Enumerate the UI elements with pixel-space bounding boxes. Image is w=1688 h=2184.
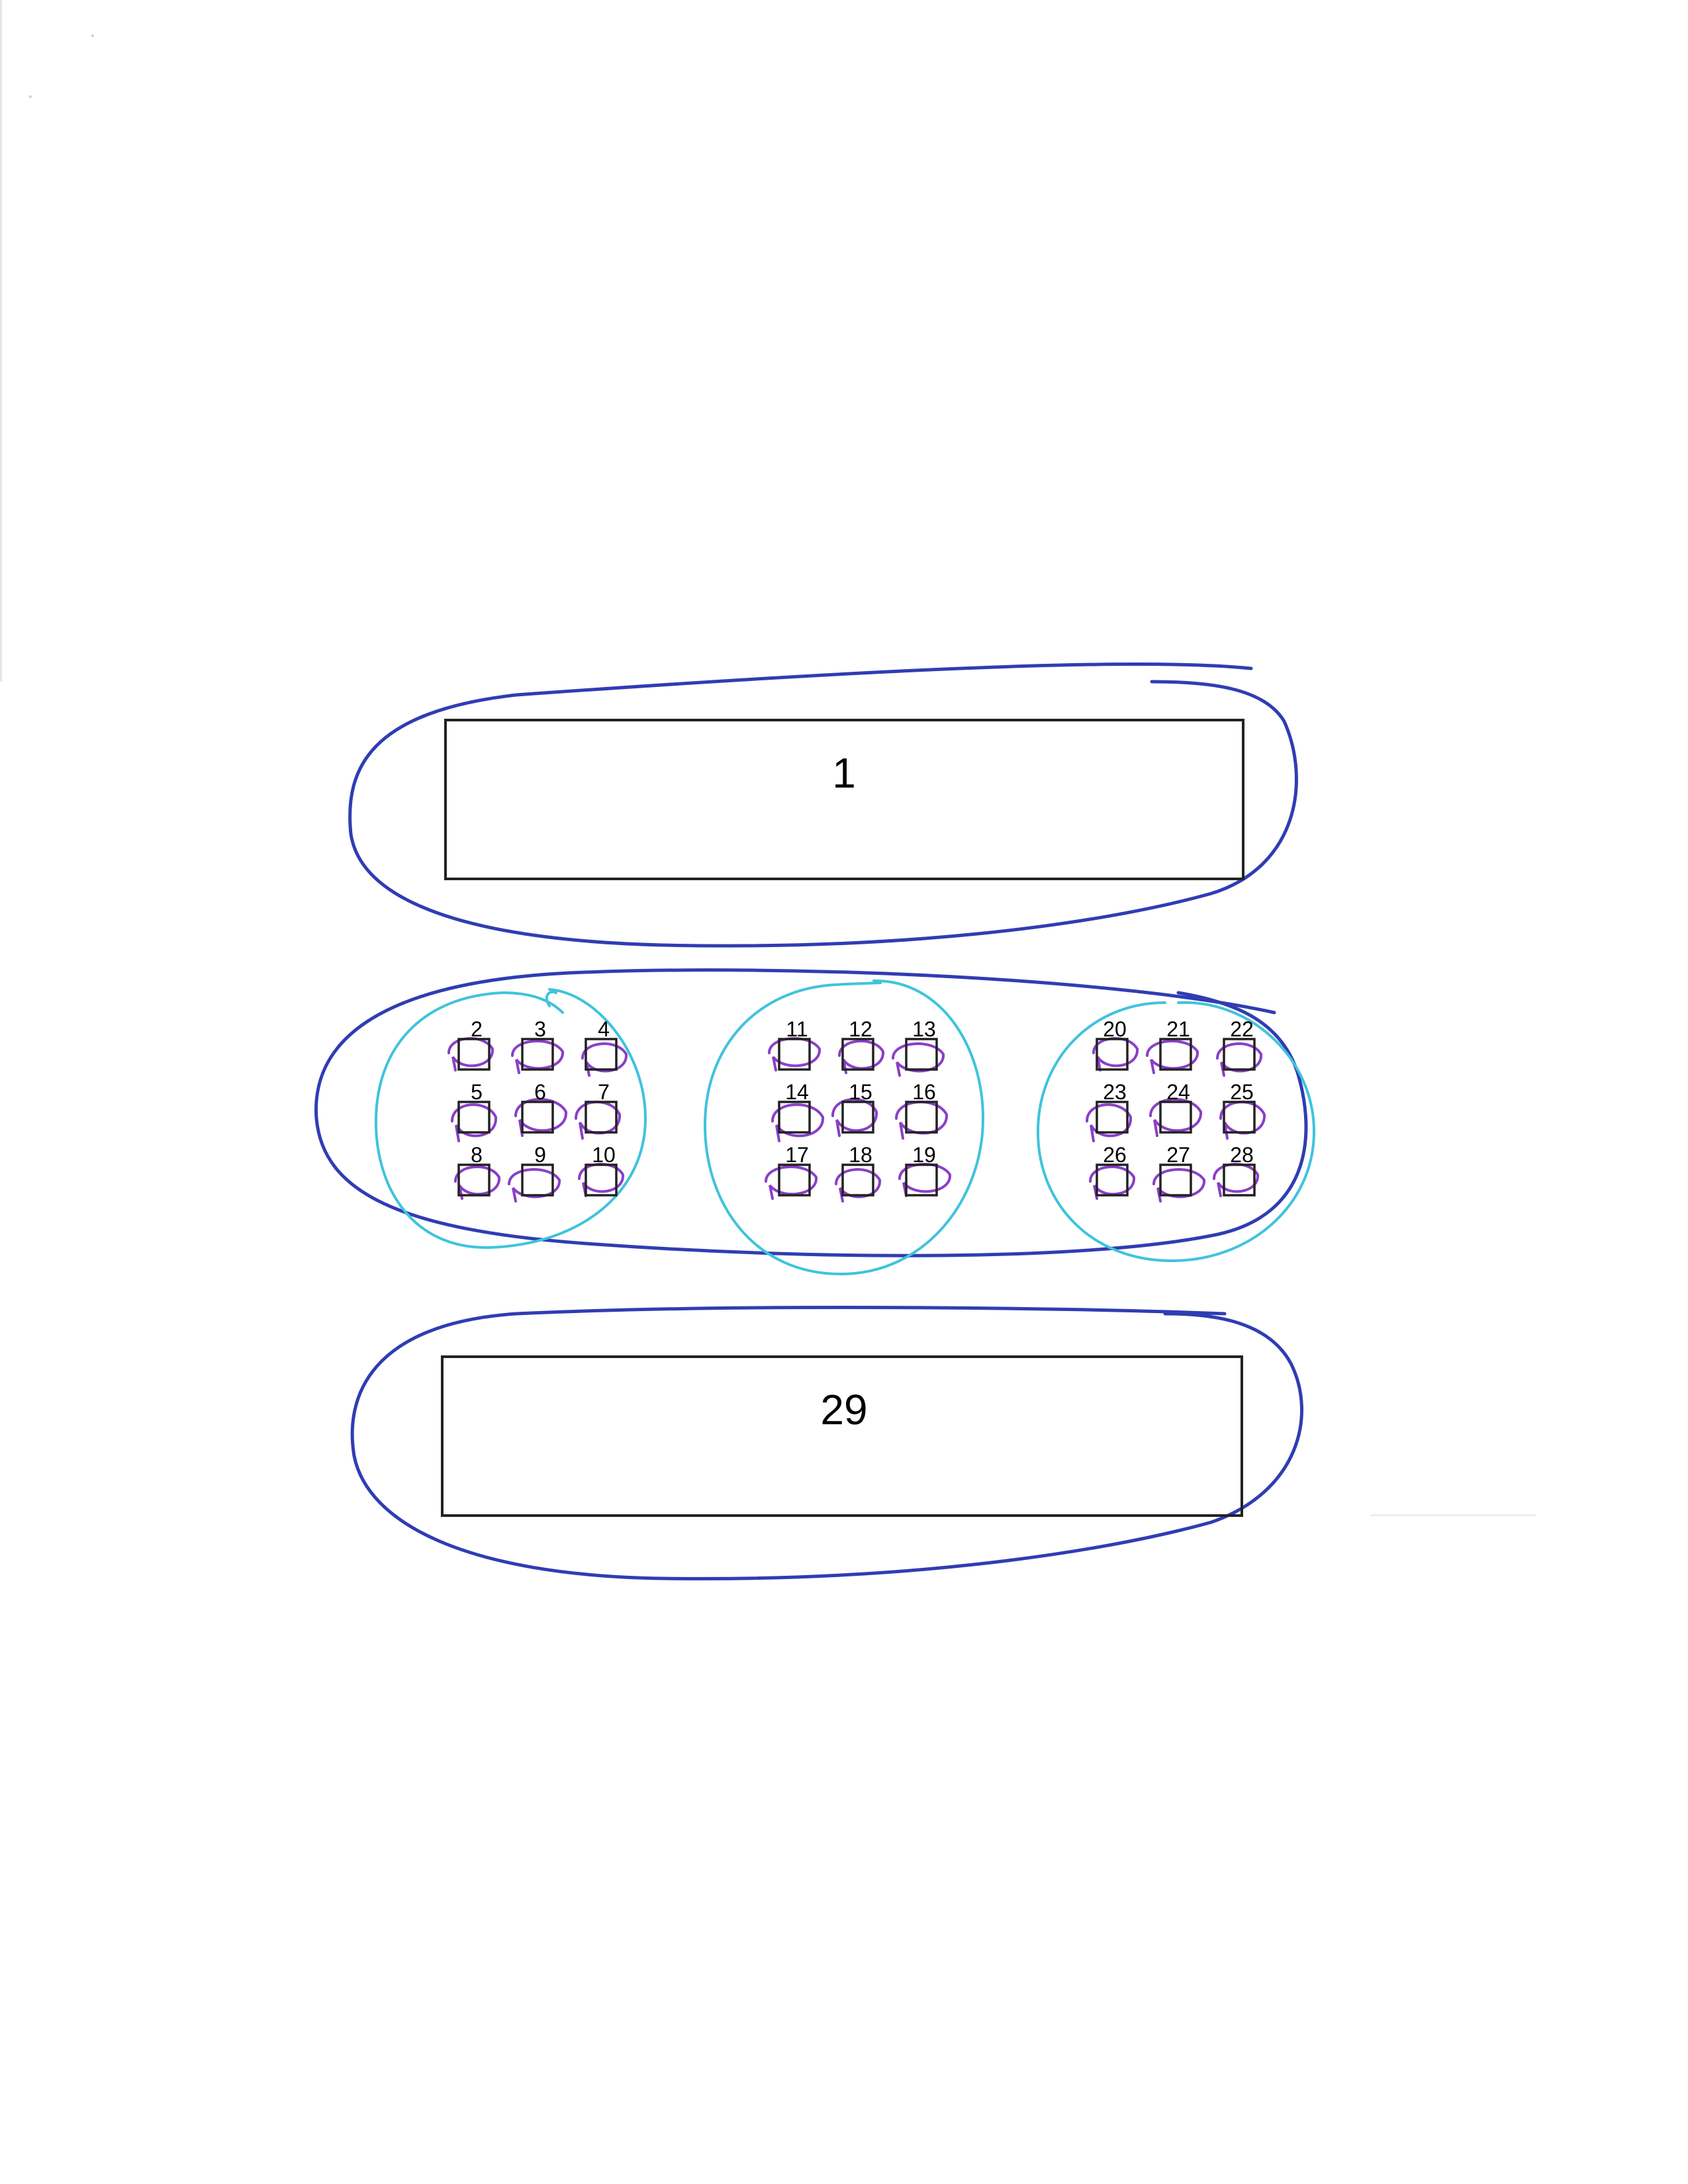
cell-square <box>905 1101 938 1134</box>
cell-purple-circle <box>511 1040 565 1074</box>
cell-square <box>585 1163 618 1197</box>
cell-purple-circle <box>581 1042 628 1077</box>
cell-purple-circle <box>765 1165 818 1200</box>
cell-square <box>521 1038 554 1071</box>
cell-number: 9 <box>534 1143 546 1167</box>
cell-number: 13 <box>912 1017 936 1041</box>
cell-purple-circle <box>771 1103 825 1142</box>
cell-number: 17 <box>785 1143 809 1167</box>
cell-purple-circle <box>838 1040 885 1074</box>
cell-number: 4 <box>598 1017 610 1041</box>
cell-number: 5 <box>471 1080 483 1104</box>
cell-square <box>521 1163 554 1197</box>
cell-number: 20 <box>1103 1017 1127 1041</box>
cell-purple-circle <box>1089 1165 1136 1200</box>
cell-number: 16 <box>912 1080 936 1104</box>
cell-square <box>1223 1038 1256 1071</box>
scan-speck <box>29 95 32 98</box>
cell-purple-circle <box>578 1163 625 1197</box>
cell-number: 23 <box>1103 1080 1127 1104</box>
cell-square <box>1096 1101 1129 1134</box>
bottom-box-label: 29 <box>820 1386 867 1433</box>
cell-purple-circle <box>575 1101 622 1140</box>
cell-purple-circle <box>1146 1040 1199 1074</box>
cell-purple-circle <box>447 1037 494 1071</box>
scan-left-edge <box>0 0 2 682</box>
cell-number: 2 <box>471 1017 483 1041</box>
cell-number: 8 <box>471 1143 483 1167</box>
cell-square <box>778 1101 811 1134</box>
cell-purple-circle <box>1219 1101 1266 1140</box>
middle-row-blue-loop <box>314 968 1308 1257</box>
cell-number: 10 <box>592 1143 616 1167</box>
cell-square <box>585 1101 618 1134</box>
cell-number: 24 <box>1166 1080 1190 1104</box>
cell-purple-circle <box>768 1037 821 1071</box>
group-1-cyan-loop <box>374 988 647 1250</box>
cell-square <box>841 1163 874 1197</box>
cell-number: 14 <box>785 1080 809 1104</box>
scan-artifact-line <box>1370 1514 1536 1516</box>
cell-purple-circle <box>454 1165 501 1200</box>
cell-square <box>1223 1101 1256 1134</box>
cell-purple-circle <box>1149 1098 1203 1137</box>
cell-square <box>778 1163 811 1197</box>
cell-square <box>841 1101 874 1134</box>
cell-number: 28 <box>1230 1143 1254 1167</box>
group-2-cyan-loop <box>703 979 985 1276</box>
bottom-box-blue-loop <box>350 1306 1303 1580</box>
cell-number: 12 <box>849 1017 872 1041</box>
cell-square <box>905 1038 938 1071</box>
group-3-cyan-loop <box>1036 1001 1316 1263</box>
cell-square <box>457 1101 491 1134</box>
cell-square <box>841 1038 874 1071</box>
cell-square <box>1159 1038 1192 1071</box>
cell-square <box>1223 1163 1256 1197</box>
cell-group-3: 20 21 22 23 24 25 26 27 28 <box>1096 1017 1256 1197</box>
cell-purple-circle <box>1086 1103 1133 1142</box>
cell-square <box>585 1038 618 1071</box>
cell-square <box>1159 1101 1192 1134</box>
top-box-label: 1 <box>832 749 856 797</box>
cell-purple-circle <box>831 1098 878 1137</box>
cell-number: 27 <box>1166 1143 1190 1167</box>
cell-number: 22 <box>1230 1017 1254 1041</box>
cell-number: 15 <box>849 1080 872 1104</box>
cell-square <box>778 1038 811 1071</box>
cell-square <box>1159 1163 1192 1197</box>
cell-group-2: 11 12 13 14 15 16 17 18 19 <box>778 1017 938 1197</box>
scan-speck <box>91 34 94 37</box>
cell-square <box>457 1163 491 1197</box>
cell-square <box>905 1163 938 1197</box>
cell-square <box>521 1101 554 1134</box>
cell-number: 6 <box>534 1080 546 1104</box>
purple-cell-annotations <box>447 1037 1266 1203</box>
cell-number: 25 <box>1230 1080 1254 1104</box>
cell-number: 21 <box>1166 1017 1190 1041</box>
top-box <box>444 719 1244 880</box>
cell-purple-circle <box>898 1163 952 1197</box>
cell-square <box>1096 1038 1129 1071</box>
cell-square <box>1096 1163 1129 1197</box>
cell-number: 18 <box>849 1143 872 1167</box>
cell-purple-circle <box>1092 1037 1139 1071</box>
cell-number: 19 <box>912 1143 936 1167</box>
cell-number: 11 <box>786 1017 808 1041</box>
cell-group-1: 2 3 4 5 6 7 8 9 10 <box>457 1017 618 1197</box>
cell-number: 3 <box>534 1017 546 1041</box>
top-box-blue-loop <box>348 662 1298 948</box>
bottom-box <box>441 1355 1243 1517</box>
cell-purple-circle <box>1213 1163 1260 1197</box>
cell-number: 26 <box>1103 1143 1127 1167</box>
cell-number: 7 <box>598 1080 610 1104</box>
cell-square <box>457 1038 491 1071</box>
